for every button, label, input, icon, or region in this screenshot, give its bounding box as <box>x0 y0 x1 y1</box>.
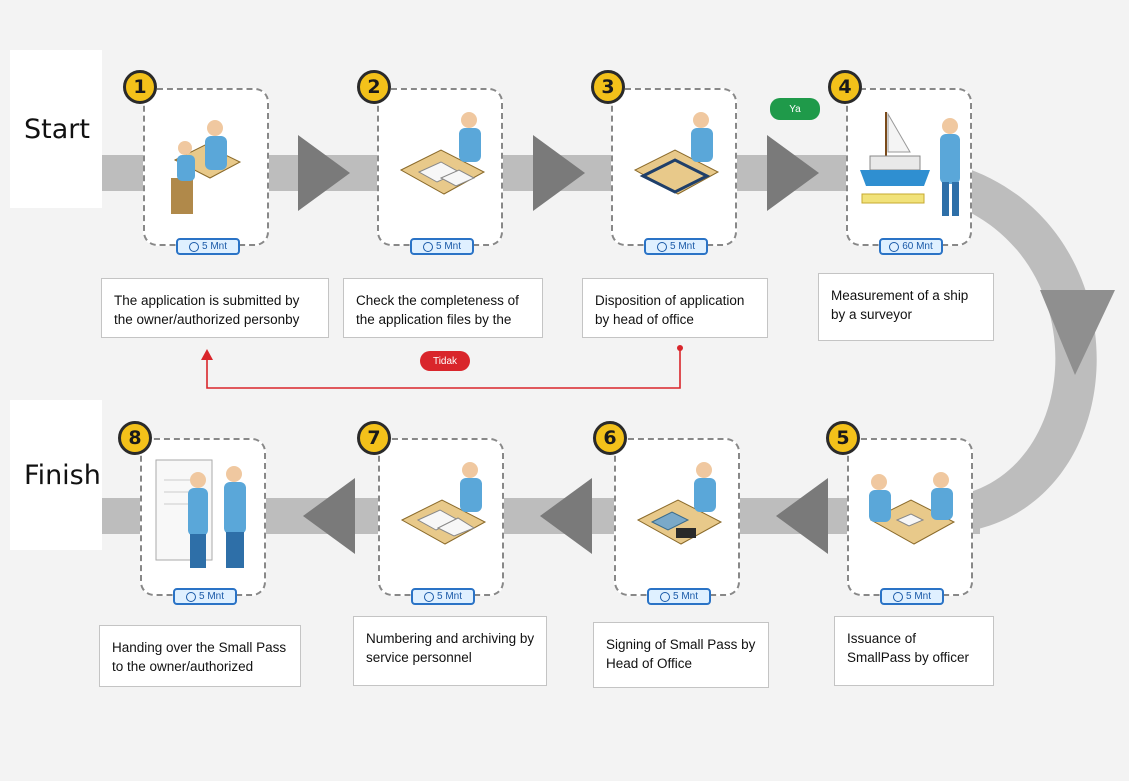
clock-icon <box>892 591 903 602</box>
step-4-badge: 4 <box>828 70 862 104</box>
step-5-description: Issuance of SmallPass by officer <box>834 616 994 686</box>
step-8-duration: 5 Mnt <box>173 588 237 605</box>
clerk-checking-files-icon <box>399 112 486 195</box>
duration-text: 5 Mnt <box>436 591 462 602</box>
duration-text: 60 Mnt <box>902 241 933 252</box>
duration-text: 5 Mnt <box>669 241 695 252</box>
step-7-badge: 7 <box>357 421 391 455</box>
duration-text: 5 Mnt <box>435 241 461 252</box>
step-3-card: 5 Mnt <box>611 88 737 255</box>
step-7-card: 5 Mnt <box>378 438 504 605</box>
head-of-office-desk-icon <box>633 112 720 195</box>
step-7-duration: 5 Mnt <box>411 588 475 605</box>
return-flow-band <box>880 154 1097 535</box>
officer-issuing-pass-icon <box>869 472 956 545</box>
step-4-card: 60 Mnt <box>846 88 972 255</box>
clock-icon <box>188 241 199 252</box>
clock-icon <box>423 591 434 602</box>
start-label: Start <box>10 50 102 208</box>
arrow-1-2 <box>298 135 350 211</box>
arrow-6-7 <box>540 478 592 554</box>
step-1-description: The application is submitted by the owne… <box>101 278 329 338</box>
step-8-card: 5 Mnt <box>140 438 266 605</box>
clock-icon <box>422 241 433 252</box>
step-2-description: Check the completeness of the applicatio… <box>343 278 543 338</box>
no-branch-tag: Tidak <box>420 351 470 371</box>
applicant-at-counter-icon <box>171 120 242 214</box>
duration-text: 5 Mnt <box>905 591 931 602</box>
clock-icon <box>656 241 667 252</box>
arrow-3-4 <box>767 135 819 211</box>
step-1-badge: 1 <box>123 70 157 104</box>
clock-icon <box>889 241 900 252</box>
step-1-card: 5 Mnt <box>143 88 269 255</box>
step-1-duration: 5 Mnt <box>176 238 240 255</box>
duration-text: 5 Mnt <box>201 241 227 252</box>
step-3-badge: 3 <box>591 70 625 104</box>
step-5-duration: 5 Mnt <box>880 588 944 605</box>
yes-branch-tag: Ya <box>770 98 820 120</box>
reject-loop-line <box>206 348 681 389</box>
clock-icon <box>185 591 196 602</box>
ship-surveyor-icon <box>860 112 960 216</box>
step-2-badge: 2 <box>357 70 391 104</box>
step-8-description: Handing over the Small Pass to the owner… <box>99 625 301 687</box>
step-7-description: Numbering and archiving by service perso… <box>353 616 547 686</box>
duration-text: 5 Mnt <box>198 591 224 602</box>
step-4-description: Measurement of a ship by a surveyor <box>818 273 994 341</box>
step-2-duration: 5 Mnt <box>410 238 474 255</box>
finish-label: Finish <box>10 400 102 550</box>
step-5-card: 5 Mnt <box>847 438 973 605</box>
step-8-badge: 8 <box>118 421 152 455</box>
clock-icon <box>659 591 670 602</box>
head-signing-icon <box>636 462 723 545</box>
step-2-card: 5 Mnt <box>377 88 503 255</box>
step-3-description: Disposition of application by head of of… <box>582 278 768 338</box>
duration-text: 5 Mnt <box>672 591 698 602</box>
arrow-7-8 <box>303 478 355 554</box>
step-4-duration: 60 Mnt <box>879 238 943 255</box>
return-flow-arrow <box>1040 290 1115 375</box>
step-3-duration: 5 Mnt <box>644 238 708 255</box>
step-5-badge: 5 <box>826 421 860 455</box>
handover-handshake-icon <box>155 459 246 568</box>
step-6-duration: 5 Mnt <box>647 588 711 605</box>
archiving-clerk-icon <box>400 462 487 545</box>
reject-loop-arrowhead <box>201 349 213 360</box>
arrow-2-3 <box>533 135 585 211</box>
step-6-badge: 6 <box>593 421 627 455</box>
arrow-5-6 <box>776 478 828 554</box>
step-6-description: Signing of Small Pass by Head of Office <box>593 622 769 688</box>
reject-loop-origin <box>677 345 683 351</box>
step-6-card: 5 Mnt <box>614 438 740 605</box>
